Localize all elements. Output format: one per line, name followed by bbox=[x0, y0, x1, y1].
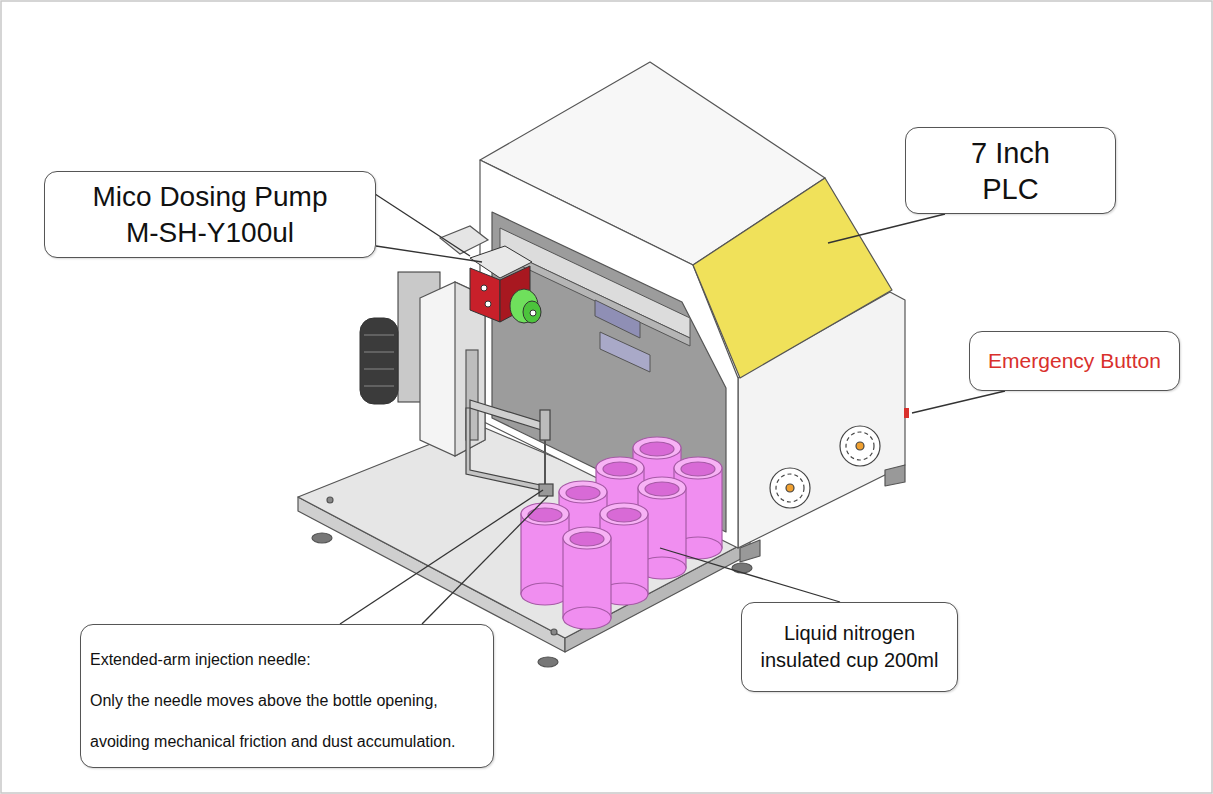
callout-box: Emergency Button bbox=[969, 331, 1180, 391]
callout-text: 7 Inch PLC bbox=[961, 135, 1060, 207]
cooling-fans bbox=[770, 426, 880, 508]
leader-lines bbox=[340, 192, 1005, 624]
dosing-pump bbox=[470, 246, 541, 323]
callout-text: Only the needle moves above the bottle o… bbox=[90, 680, 481, 762]
callout-box: 7 Inch PLC bbox=[905, 127, 1116, 214]
callout-text: Liquid nitrogen insulated cup 200ml bbox=[752, 620, 947, 674]
gantry-rail bbox=[500, 228, 690, 372]
callout-text: Emergency Button bbox=[978, 348, 1171, 374]
housing bbox=[480, 62, 905, 562]
callout-box: Liquid nitrogen insulated cup 200ml bbox=[741, 602, 958, 692]
emergency-button bbox=[904, 408, 909, 418]
callout-box: Mico Dosing Pump M-SH-Y100ul bbox=[44, 171, 376, 258]
callout-text: Mico Dosing Pump M-SH-Y100ul bbox=[83, 179, 337, 251]
injection-arm bbox=[466, 400, 553, 496]
insulated-cups bbox=[521, 437, 722, 629]
note-heading: Extended-arm injection needle: bbox=[90, 639, 481, 680]
note-box: Extended-arm injection needle:Only the n… bbox=[80, 624, 494, 768]
